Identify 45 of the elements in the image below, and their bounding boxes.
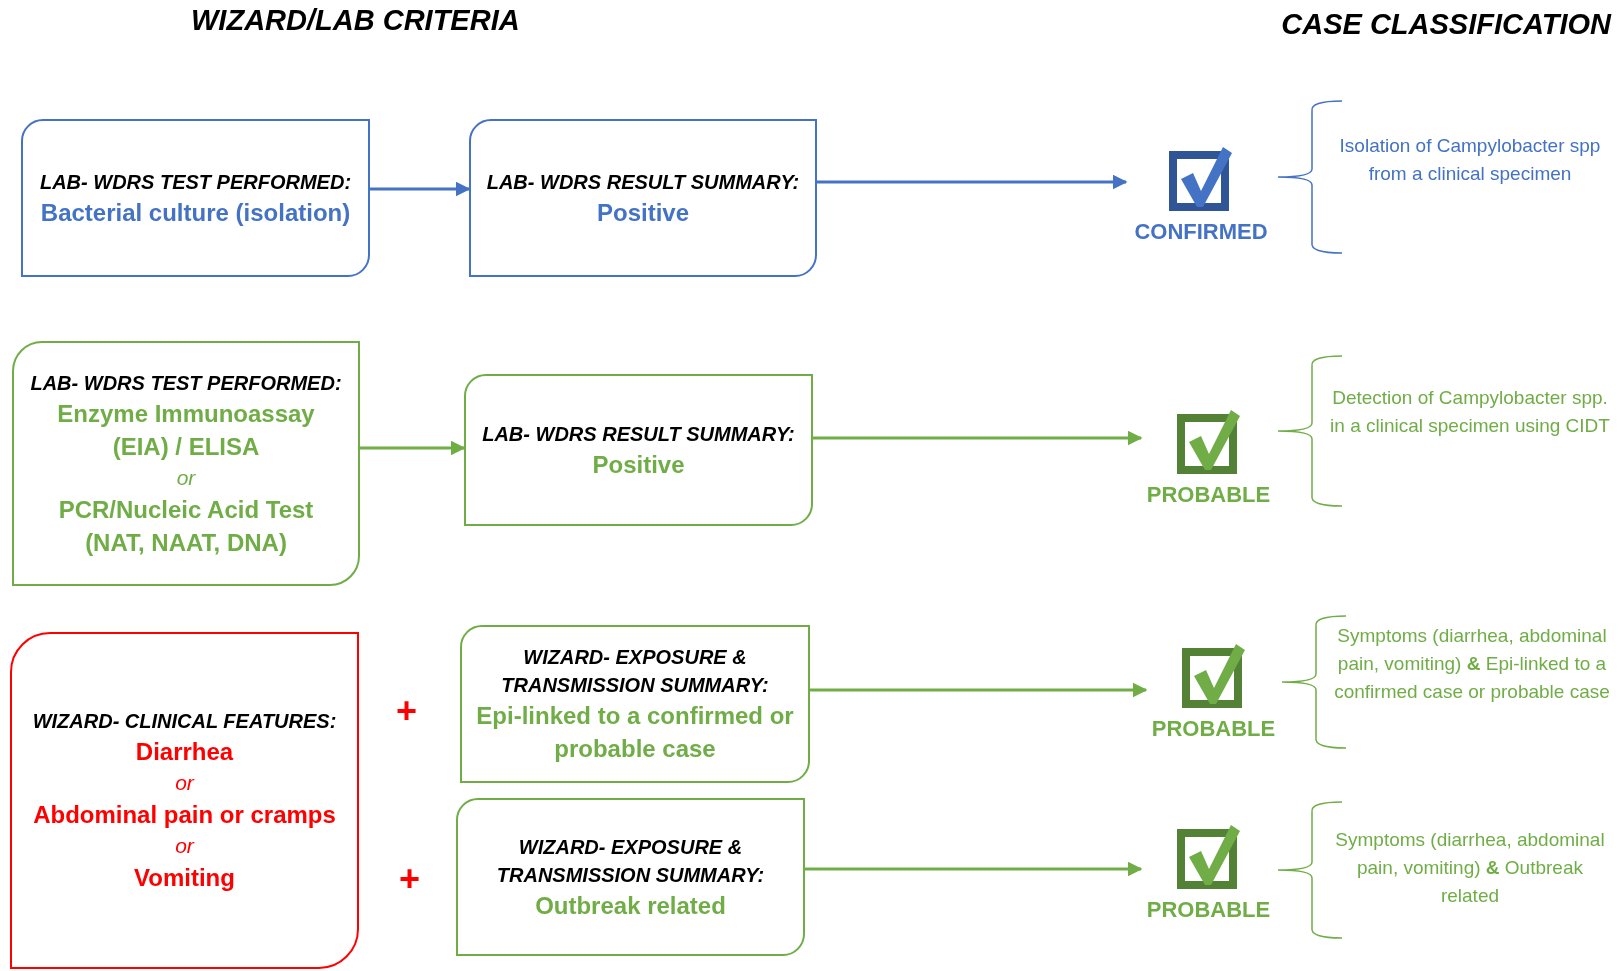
criteria-value: Outbreak related bbox=[535, 890, 726, 921]
criteria-value: Enzyme Immunoassay (EIA) / ELISA bbox=[56, 398, 316, 462]
arrow bbox=[817, 174, 1128, 190]
box-heading: WIZARD- EXPOSURE & TRANSMISSION SUMMARY: bbox=[495, 834, 766, 888]
box-heading: LAB- WDRS RESULT SUMMARY: bbox=[486, 169, 800, 195]
criteria-value: Vomiting bbox=[134, 863, 235, 893]
plus-sign: + bbox=[399, 858, 421, 900]
criteria-box bbox=[460, 625, 810, 783]
description-text: Symptoms (diarrhea, abdominal pain, vomiting) & Outbreak related bbox=[1334, 828, 1606, 908]
criteria-value: Diarrhea bbox=[135, 737, 234, 767]
box-heading: WIZARD- CLINICAL FEATURES: bbox=[32, 709, 337, 734]
criteria-value: Abdominal pain or cramps bbox=[33, 800, 336, 830]
description-text: Symptoms (diarrhea, abdominal pain, vomiting) & Epi-linked to a confirmed case or probable case bbox=[1333, 624, 1611, 704]
box-heading: LAB- WDRS TEST PERFORMED: bbox=[39, 169, 352, 195]
criteria-value: PCR/Nucleic Acid Test (NAT, NAAT, DNA) bbox=[57, 494, 315, 558]
arrow bbox=[813, 430, 1143, 446]
criteria-box bbox=[456, 798, 805, 956]
classification-label: PROBABLE bbox=[1146, 482, 1271, 508]
description-text: Detection of Campylobacter spp. in a clinical specimen using CIDT bbox=[1330, 386, 1610, 438]
criteria-box bbox=[12, 341, 360, 586]
column-heading: WIZARD/LAB CRITERIA bbox=[191, 4, 520, 37]
arrow bbox=[360, 440, 466, 456]
criteria-box bbox=[10, 632, 359, 969]
column-heading: CASE CLASSIFICATION bbox=[1281, 8, 1611, 41]
box-heading: LAB- WDRS TEST PERFORMED: bbox=[30, 370, 342, 396]
criteria-value: Epi-linked to a confirmed or probable case bbox=[476, 701, 794, 764]
criteria-box bbox=[21, 119, 370, 277]
arrow bbox=[370, 181, 471, 197]
box-heading: WIZARD- EXPOSURE & TRANSMISSION SUMMARY: bbox=[500, 645, 770, 698]
classification-label: CONFIRMED bbox=[1134, 219, 1268, 245]
criteria-box bbox=[469, 119, 817, 277]
criteria-value: Bacterial culture (isolation) bbox=[40, 197, 351, 228]
connector-word: or bbox=[175, 833, 194, 859]
connector-word: or bbox=[175, 770, 194, 796]
arrow bbox=[810, 682, 1148, 698]
box-heading: LAB- WDRS RESULT SUMMARY: bbox=[482, 421, 795, 447]
description-text: Isolation of Campylobacter spp from a clinical specimen bbox=[1338, 134, 1602, 186]
criteria-value: Positive bbox=[596, 197, 689, 228]
plus-sign: + bbox=[396, 690, 418, 732]
classification-label: PROBABLE bbox=[1146, 897, 1271, 923]
classification-label: PROBABLE bbox=[1151, 716, 1276, 742]
criteria-box bbox=[464, 374, 813, 526]
arrow bbox=[805, 861, 1143, 877]
connector-word: or bbox=[176, 464, 196, 491]
criteria-value: Positive bbox=[592, 449, 685, 480]
